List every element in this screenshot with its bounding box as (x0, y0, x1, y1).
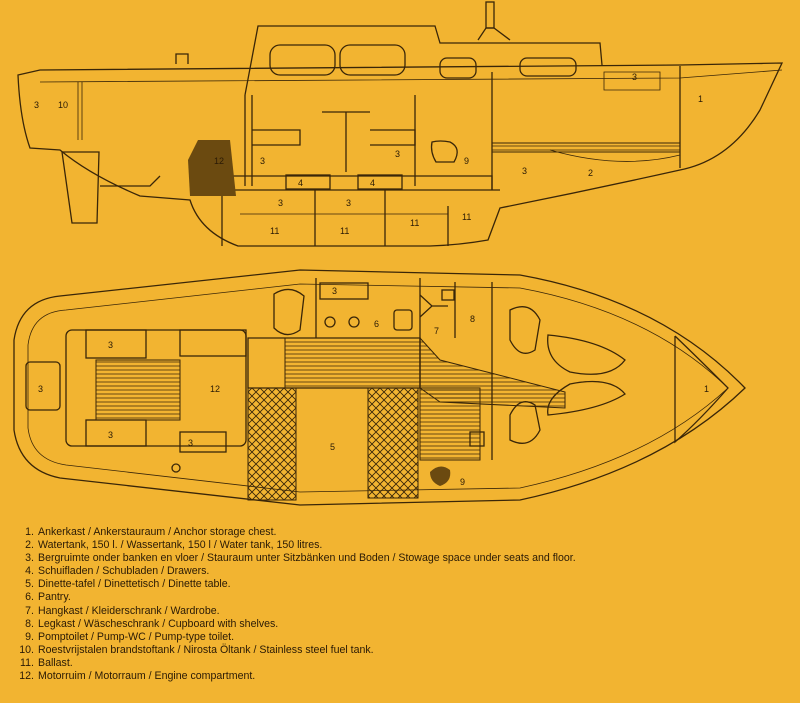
callout-6: 6 (374, 319, 379, 329)
callout-9: 9 (464, 156, 469, 166)
cabin-window (519, 57, 577, 77)
legend-item: 4.Schuifladen / Schubladen / Drawers. (25, 565, 210, 578)
legend-item: 3.Bergruimte onder banken en vloer / Sta… (25, 552, 576, 565)
callout-3: 3 (108, 340, 113, 350)
callout-1: 1 (698, 94, 703, 104)
callout-12: 12 (210, 384, 220, 394)
callout-11: 11 (270, 226, 279, 236)
callout-7: 7 (434, 326, 439, 336)
legend-item: 5.Dinette-tafel / Dinettetisch / Dinette… (25, 578, 231, 591)
plan-view: 3 3 12 3 3 3 6 7 8 5 9 1 (13, 269, 746, 506)
callout-1: 1 (704, 384, 709, 394)
callout-10: 10 (58, 100, 68, 110)
side-profile-view: 3 10 12 3 4 4 3 9 3 2 3 1 3 3 11 11 11 1… (17, 1, 784, 247)
legend-item: 6.Pantry. (25, 591, 71, 604)
legend-list: 1.Ankerkast / Ankerstauraum / Anchor sto… (14, 526, 794, 683)
legend-item: 2.Watertank, 150 l. / Wassertank, 150 l … (25, 539, 323, 552)
settee-berth (247, 387, 297, 501)
toilet-icon (430, 140, 458, 163)
callout-3: 3 (346, 198, 351, 208)
callout-3: 3 (332, 286, 337, 296)
callout-3: 3 (188, 438, 193, 448)
callout-3: 3 (278, 198, 283, 208)
cabin-window (439, 57, 477, 79)
sink (393, 309, 413, 331)
legend-item: 7.Hangkast / Kleiderschrank / Wardrobe. (25, 604, 220, 617)
callout-2: 2 (588, 168, 593, 178)
callout-9: 9 (460, 477, 465, 487)
callout-4: 4 (370, 178, 375, 188)
callout-3: 3 (260, 156, 265, 166)
callout-3: 3 (38, 384, 43, 394)
legend-item: 12.Motorruim / Motorraum / Engine compar… (19, 670, 256, 683)
legend-item: 8.Legkast / Wäscheschrank / Cupboard wit… (25, 617, 279, 630)
cockpit (65, 329, 247, 447)
callout-3: 3 (395, 149, 400, 159)
engine-block (188, 140, 236, 196)
legend-item: 10.Roestvrijstalen brandstoftank / Niros… (19, 643, 374, 656)
settee-berth (367, 387, 419, 499)
callout-8: 8 (470, 314, 475, 324)
stove-burner-icon (324, 316, 336, 328)
callout-3: 3 (522, 166, 527, 176)
toilet-icon (430, 466, 451, 486)
cabin-window (269, 44, 336, 76)
mast-stub (485, 1, 495, 29)
callout-3: 3 (108, 430, 113, 440)
legend-item: 11.Ballast. (20, 656, 73, 669)
callout-4: 4 (298, 178, 303, 188)
cabin-trunk (244, 25, 603, 96)
legend-item: 1.Ankerkast / Ankerstauraum / Anchor sto… (25, 526, 277, 538)
callout-11: 11 (410, 218, 419, 228)
callout-11: 11 (462, 212, 471, 222)
plan-hull-outline (13, 269, 746, 506)
callout-11: 11 (340, 226, 349, 236)
callout-5: 5 (330, 442, 335, 452)
stove-burner-icon (348, 316, 360, 328)
cabin-window (339, 44, 406, 76)
callout-12: 12 (214, 156, 224, 166)
callout-3: 3 (632, 72, 637, 82)
legend-item: 9.Pomptoilet / Pump-WC / Pump-type toile… (25, 630, 235, 643)
rudder (61, 151, 100, 224)
callout-3: 3 (34, 100, 39, 110)
